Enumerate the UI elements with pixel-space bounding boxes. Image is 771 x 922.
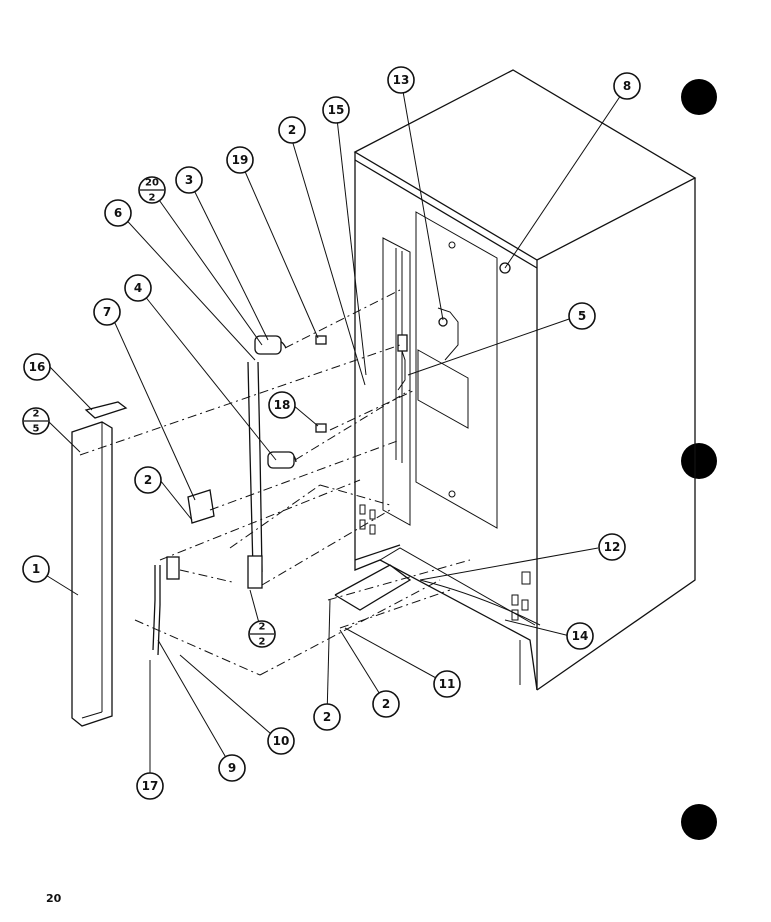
page-number: 20 <box>46 892 62 905</box>
svg-text:2: 2 <box>382 697 390 711</box>
svg-text:17: 17 <box>142 779 159 793</box>
callout-12: 12 <box>598 533 626 561</box>
callout-11: 11 <box>433 670 461 698</box>
callout-fraction-20-2: 20 2 <box>138 176 166 204</box>
part-18 <box>315 423 327 433</box>
callout-1: 1 <box>22 555 50 583</box>
callout-7: 7 <box>93 298 121 326</box>
part-16 <box>84 401 128 419</box>
svg-text:1: 1 <box>32 562 40 576</box>
svg-text:2: 2 <box>33 409 40 420</box>
callout-18: 18 <box>268 391 296 419</box>
callout-3: 3 <box>175 166 203 194</box>
callout-4: 4 <box>124 274 152 302</box>
callout-10: 10 <box>267 727 295 755</box>
svg-text:2: 2 <box>323 710 331 724</box>
callout-16: 16 <box>23 353 51 381</box>
svg-text:2: 2 <box>259 637 266 648</box>
svg-text:16: 16 <box>29 360 46 374</box>
binder-hole-bottom <box>681 804 717 840</box>
svg-text:20: 20 <box>145 178 159 189</box>
svg-text:6: 6 <box>114 206 122 220</box>
svg-text:10: 10 <box>273 734 290 748</box>
svg-text:14: 14 <box>572 629 589 643</box>
wire-harness <box>247 335 297 589</box>
callout-5: 5 <box>568 302 596 330</box>
callout-13: 13 <box>387 66 415 94</box>
svg-text:9: 9 <box>228 761 236 775</box>
svg-text:2: 2 <box>259 622 266 633</box>
callout-15: 15 <box>322 96 350 124</box>
svg-text:18: 18 <box>274 398 291 412</box>
svg-text:15: 15 <box>328 103 345 117</box>
callout-2-left: 2 <box>134 466 162 494</box>
svg-text:2: 2 <box>288 123 296 137</box>
callout-6: 6 <box>104 199 132 227</box>
svg-text:13: 13 <box>393 73 410 87</box>
part-1-plate <box>71 421 113 727</box>
svg-text:4: 4 <box>134 281 142 295</box>
callout-8: 8 <box>613 72 641 100</box>
callout-2-lower-right: 2 <box>372 690 400 718</box>
callout-2-lower: 2 <box>313 703 341 731</box>
part-17 <box>152 556 180 656</box>
callout-17: 17 <box>136 772 164 800</box>
svg-text:8: 8 <box>623 79 631 93</box>
part-7-bracket <box>187 489 215 524</box>
svg-text:5: 5 <box>33 424 40 435</box>
callout-2-upper: 2 <box>278 116 306 144</box>
callout-14: 14 <box>566 622 594 650</box>
base-bracket <box>334 564 412 611</box>
part-19 <box>315 335 327 345</box>
base-wire <box>419 579 541 626</box>
svg-text:7: 7 <box>103 305 111 319</box>
callout-19: 19 <box>226 146 254 174</box>
refrigerator-cabinet <box>353 69 697 691</box>
svg-text:2: 2 <box>144 473 152 487</box>
callout-fraction-2-5: 2 5 <box>22 407 50 435</box>
svg-text:2: 2 <box>149 193 156 204</box>
callout-leaders <box>35 79 628 785</box>
svg-text:11: 11 <box>439 677 456 691</box>
svg-text:5: 5 <box>578 309 586 323</box>
binder-hole-top <box>681 79 717 115</box>
callout-fraction-2-2: 2 2 <box>248 620 276 648</box>
callout-9: 9 <box>218 754 246 782</box>
svg-text:19: 19 <box>232 153 249 167</box>
svg-text:12: 12 <box>604 540 621 554</box>
binder-hole-middle <box>681 443 717 479</box>
dashed-guide-lines <box>79 289 471 676</box>
svg-text:3: 3 <box>185 173 193 187</box>
part-5 <box>397 334 408 352</box>
